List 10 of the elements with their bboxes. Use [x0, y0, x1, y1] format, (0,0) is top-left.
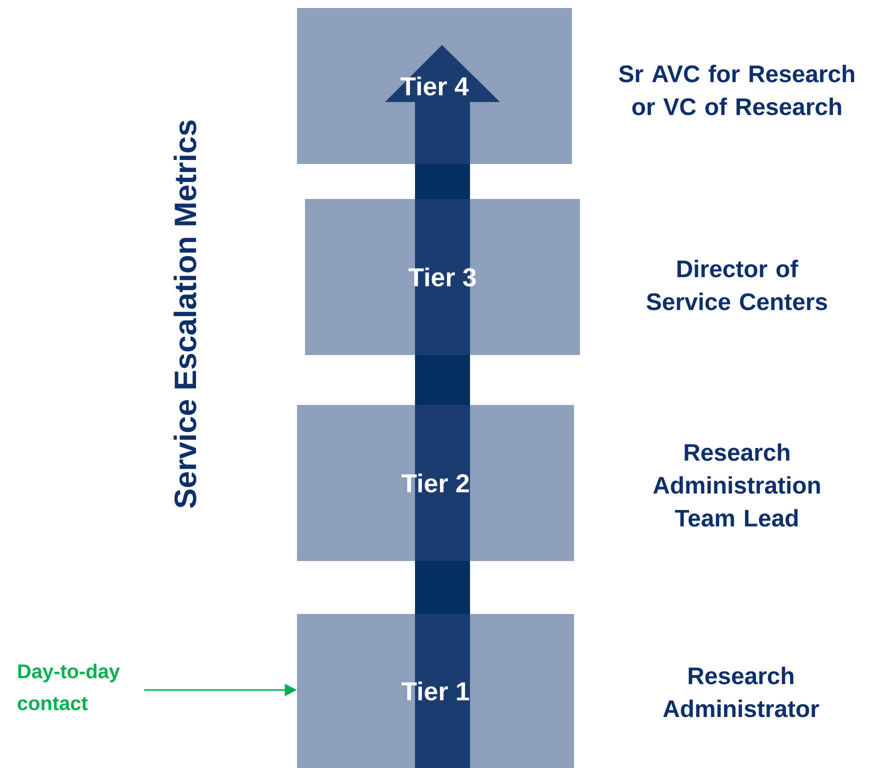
tier-box: Tier 3 [305, 199, 580, 355]
tier-box: Tier 2 [297, 405, 574, 561]
tier-box: Tier 1 [297, 614, 574, 768]
tier-box: Tier 4 [297, 8, 572, 164]
role-label: Director of Service Centers [646, 260, 828, 310]
title: Service Escalation Metrics [174, 120, 196, 508]
role-label: Research Administration Team Lead [653, 443, 820, 527]
role-label: Research Administrator [663, 666, 820, 718]
contact-label: Day-to-day contact [18, 664, 120, 710]
role-label: Sr AVC for Research or VC of Research [618, 64, 854, 116]
